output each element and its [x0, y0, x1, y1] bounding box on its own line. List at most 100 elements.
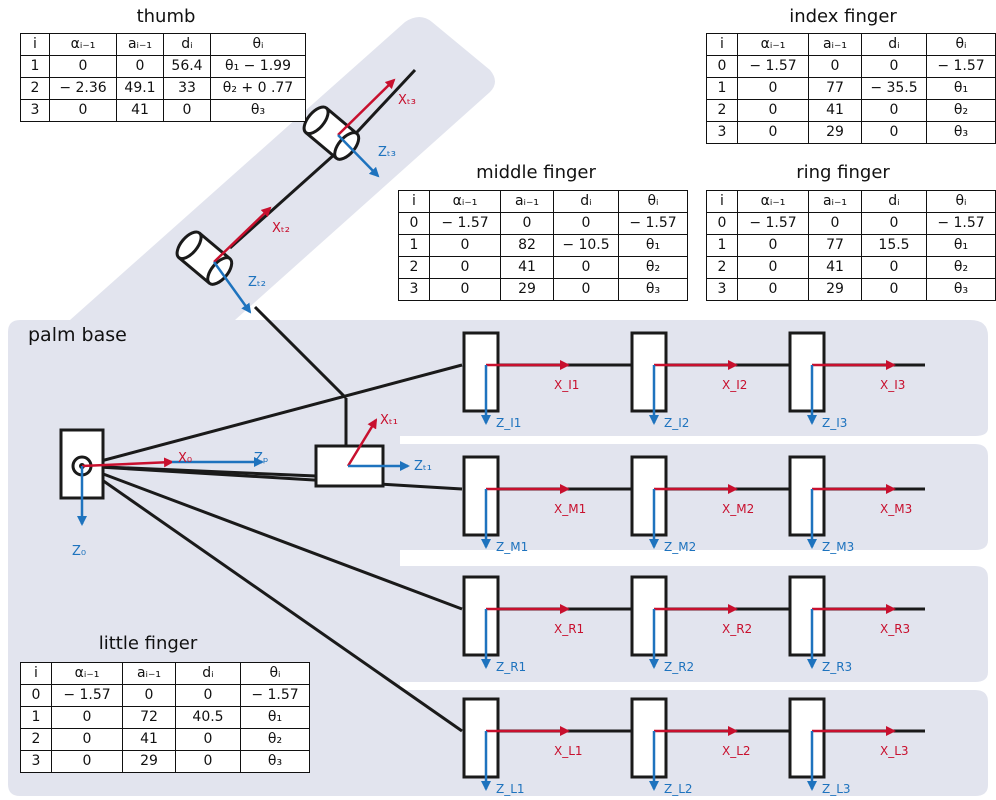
table-header-cell: i — [706, 33, 738, 56]
table-cell: 0 — [553, 278, 619, 301]
finger-joint-box — [630, 575, 668, 657]
zt3-label: Zₜ₃ — [378, 145, 396, 160]
table-cell: 41 — [116, 99, 164, 122]
table-cell: 0 — [51, 706, 123, 729]
finger-x-label: X_I3 — [880, 378, 905, 392]
table-cell: 0 — [737, 99, 809, 122]
table-header-cell: dᵢ — [553, 190, 619, 213]
table-cell: 0 — [861, 278, 927, 301]
finger-z-label: Z_R1 — [496, 660, 526, 674]
table-header-cell: aᵢ₋₁ — [808, 190, 862, 213]
table-header-cell: αᵢ₋₁ — [51, 662, 123, 685]
finger-joint-box — [788, 575, 826, 657]
table-cell: 3 — [706, 278, 738, 301]
finger-z-label: Z_M1 — [496, 540, 528, 554]
table-cell: 40.5 — [175, 706, 241, 729]
table-cell: θ₁ — [926, 77, 996, 100]
table-cell: 0 — [51, 728, 123, 751]
finger-joint-box — [788, 331, 826, 413]
table-cell: 2 — [706, 99, 738, 122]
thumb-panel — [70, 17, 495, 320]
table-cell: 0 — [808, 55, 862, 78]
table-cell: 0 — [861, 212, 927, 235]
finger-joint-box — [788, 455, 826, 537]
table-cell: 0 — [861, 121, 927, 144]
table-cell: θ₂ — [926, 99, 996, 122]
table-cell: − 2.36 — [49, 77, 117, 100]
table-header-cell: dᵢ — [163, 33, 211, 56]
table-cell: 0 — [429, 278, 501, 301]
zt1-label: Zₜ₁ — [414, 459, 432, 474]
table-header-cell: dᵢ — [175, 662, 241, 685]
table-cell: 0 — [737, 256, 809, 279]
thumb-table-title: thumb — [136, 6, 196, 27]
zp-label: Zₚ — [254, 451, 268, 466]
table-cell: 0 — [20, 684, 52, 707]
thumb-joint-cylinder-3 — [302, 105, 361, 161]
finger-z-label: Z_M3 — [822, 540, 854, 554]
thumb-link-t1-t2 — [253, 305, 348, 400]
table-cell: 0 — [737, 77, 809, 100]
middle-table-title: middle finger — [476, 162, 596, 183]
table-cell: 41 — [808, 256, 862, 279]
finger-joint-box — [462, 331, 500, 413]
table-cell: 0 — [808, 212, 862, 235]
table-header-cell: αᵢ₋₁ — [737, 33, 809, 56]
table-cell: 0 — [706, 212, 738, 235]
finger-z-label: Z_R3 — [822, 660, 852, 674]
table-header-cell: i — [706, 190, 738, 213]
finger-z-label: Z_L3 — [822, 782, 851, 796]
table-cell: 0 — [398, 212, 430, 235]
little-table-title: little finger — [98, 633, 198, 654]
table-cell: 0 — [861, 256, 927, 279]
table-cell: 0 — [429, 256, 501, 279]
table-header-cell: i — [20, 33, 50, 56]
table-cell: − 1.57 — [926, 55, 996, 78]
table-cell: 0 — [175, 728, 241, 751]
table-cell: 0 — [706, 55, 738, 78]
table-cell: θ₁ — [926, 234, 996, 257]
table-cell: 0 — [49, 99, 117, 122]
table-cell: 0 — [49, 55, 117, 78]
table-cell: 29 — [808, 121, 862, 144]
table-cell: − 1.57 — [737, 212, 809, 235]
table-cell: 2 — [20, 77, 50, 100]
table-cell: 15.5 — [861, 234, 927, 257]
table-cell: 3 — [706, 121, 738, 144]
finger-x-label: X_R1 — [554, 622, 584, 636]
table-cell: 0 — [737, 278, 809, 301]
table-cell: − 1.57 — [51, 684, 123, 707]
table-cell: 0 — [51, 750, 123, 773]
table-cell: θ₁ − 1.99 — [210, 55, 306, 78]
table-header-cell: i — [20, 662, 52, 685]
finger-z-label: Z_M2 — [664, 540, 696, 554]
table-cell: 33 — [163, 77, 211, 100]
table-cell: − 1.57 — [240, 684, 310, 707]
finger-x-label: X_L2 — [722, 744, 751, 758]
table-cell: 0 — [553, 212, 619, 235]
table-header-cell: aᵢ₋₁ — [116, 33, 164, 56]
table-cell: 1 — [398, 234, 430, 257]
table-cell: 41 — [500, 256, 554, 279]
finger-x-label: X_R2 — [722, 622, 752, 636]
zt3-axis — [337, 134, 380, 178]
table-cell: 1 — [20, 55, 50, 78]
palm-link-index — [81, 363, 463, 468]
table-cell: 0 — [116, 55, 164, 78]
table-header-cell: αᵢ₋₁ — [737, 190, 809, 213]
xt3-axis — [337, 78, 396, 136]
finger-x-label: X_M1 — [554, 502, 586, 516]
table-cell: 29 — [122, 750, 176, 773]
table-header-cell: θᵢ — [926, 190, 996, 213]
